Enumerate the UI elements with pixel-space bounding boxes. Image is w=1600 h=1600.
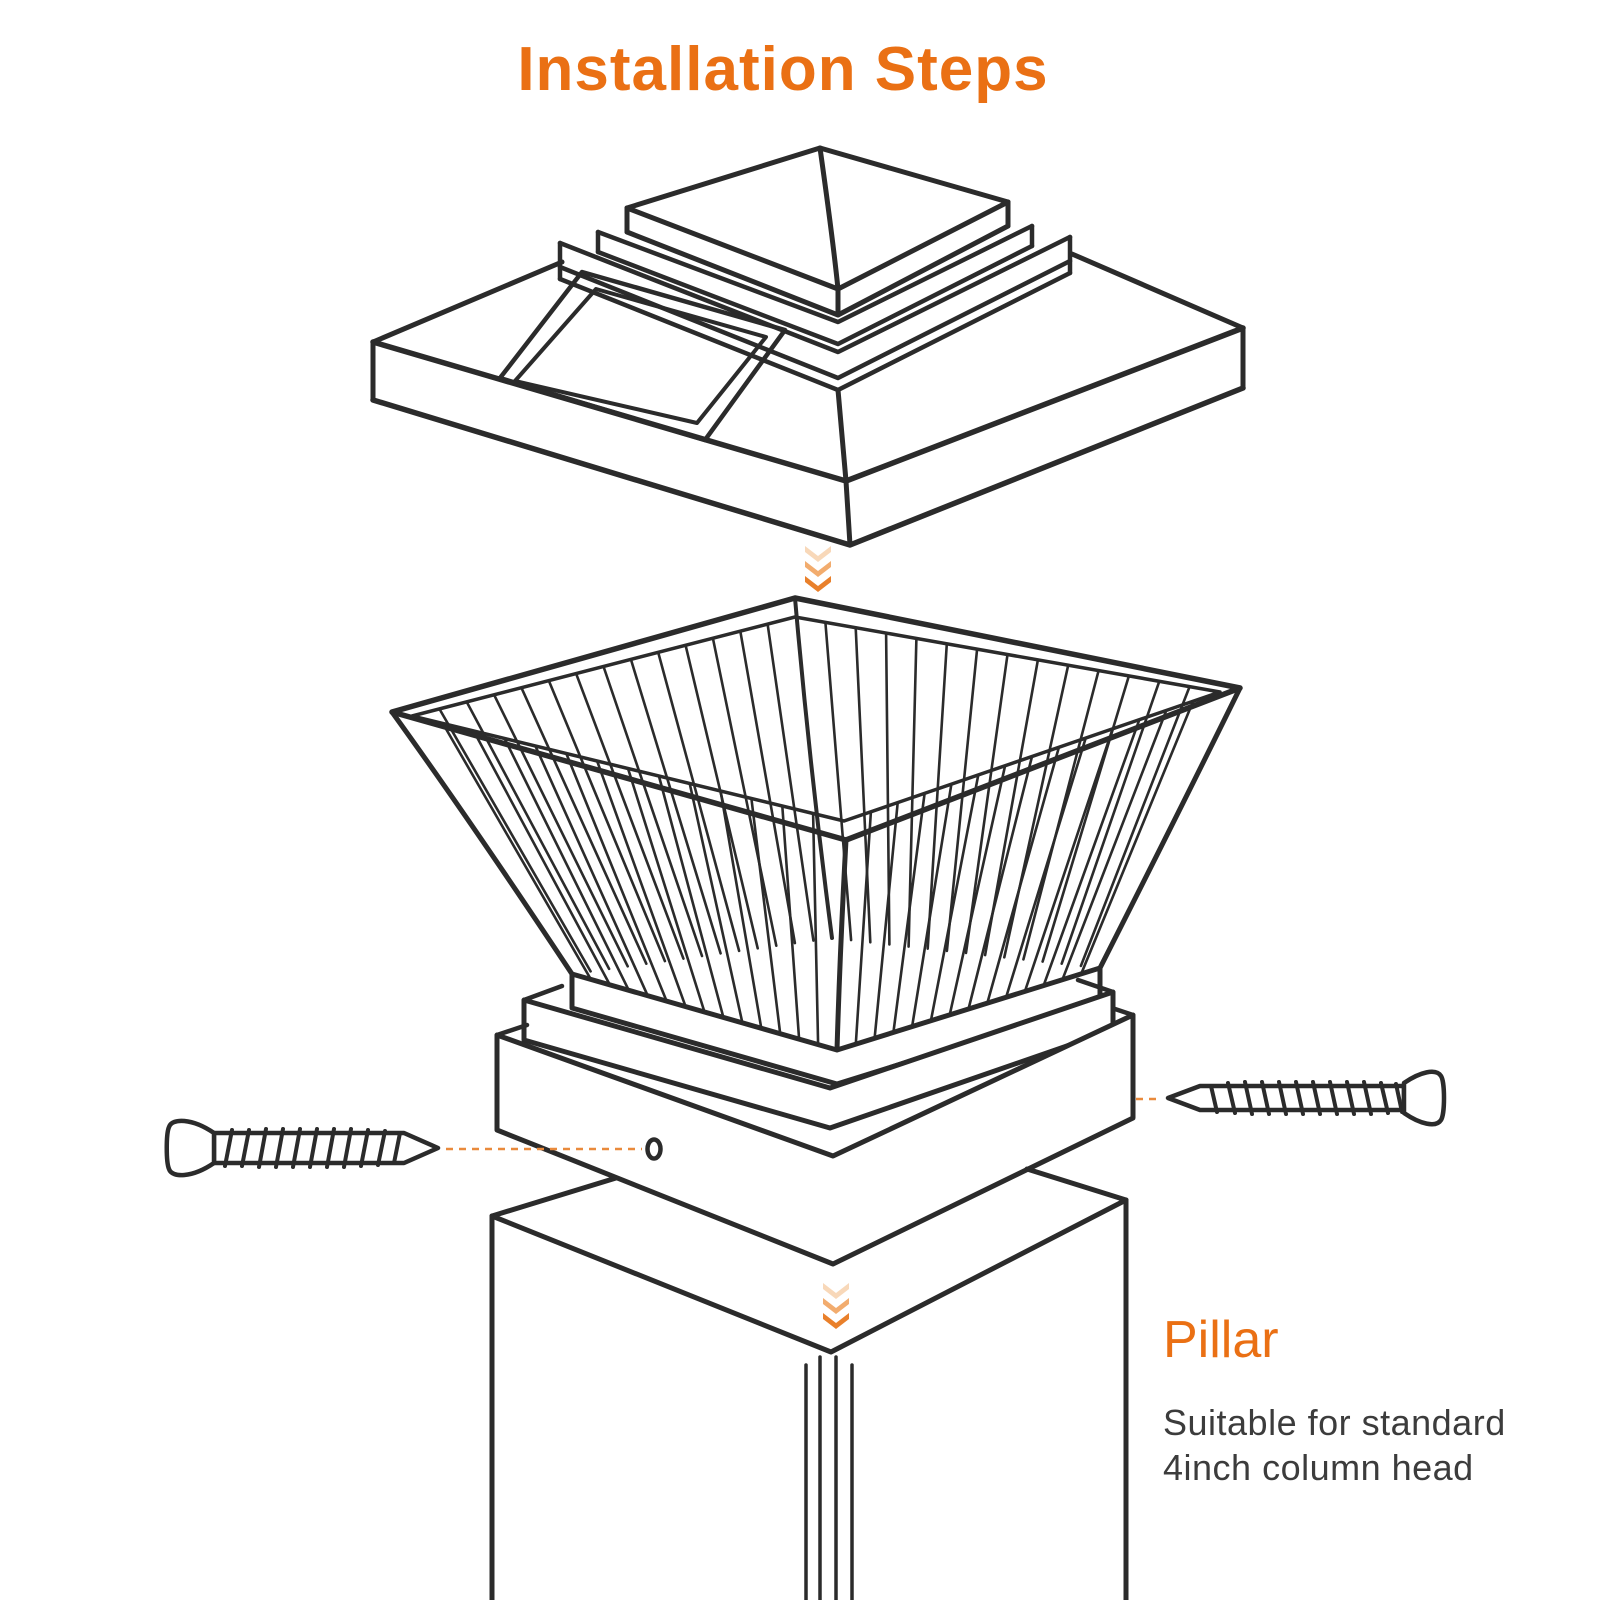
light-cage-drawing (389, 595, 1243, 1087)
screw-hole-icon (645, 1137, 663, 1161)
solar-cap-drawing (370, 145, 1246, 548)
pillar-label: Pillar (1163, 1311, 1279, 1369)
screw-right-icon (1165, 1069, 1447, 1127)
solar-panel-icon (497, 269, 788, 443)
pillar-annotation: Pillar Suitable for standard 4inch colum… (1163, 1310, 1600, 1490)
down-arrow-top-icon (805, 546, 831, 592)
page-title: Installation Steps (517, 35, 1049, 104)
pillar-drawing (489, 1166, 1129, 1600)
down-arrow-bottom-icon (823, 1283, 849, 1329)
cage-ribs (438, 621, 1195, 1046)
screw-left-icon (164, 1118, 441, 1178)
mounting-base-drawing (494, 977, 1136, 1267)
pillar-description: Suitable for standard 4inch column head (1163, 1402, 1506, 1488)
